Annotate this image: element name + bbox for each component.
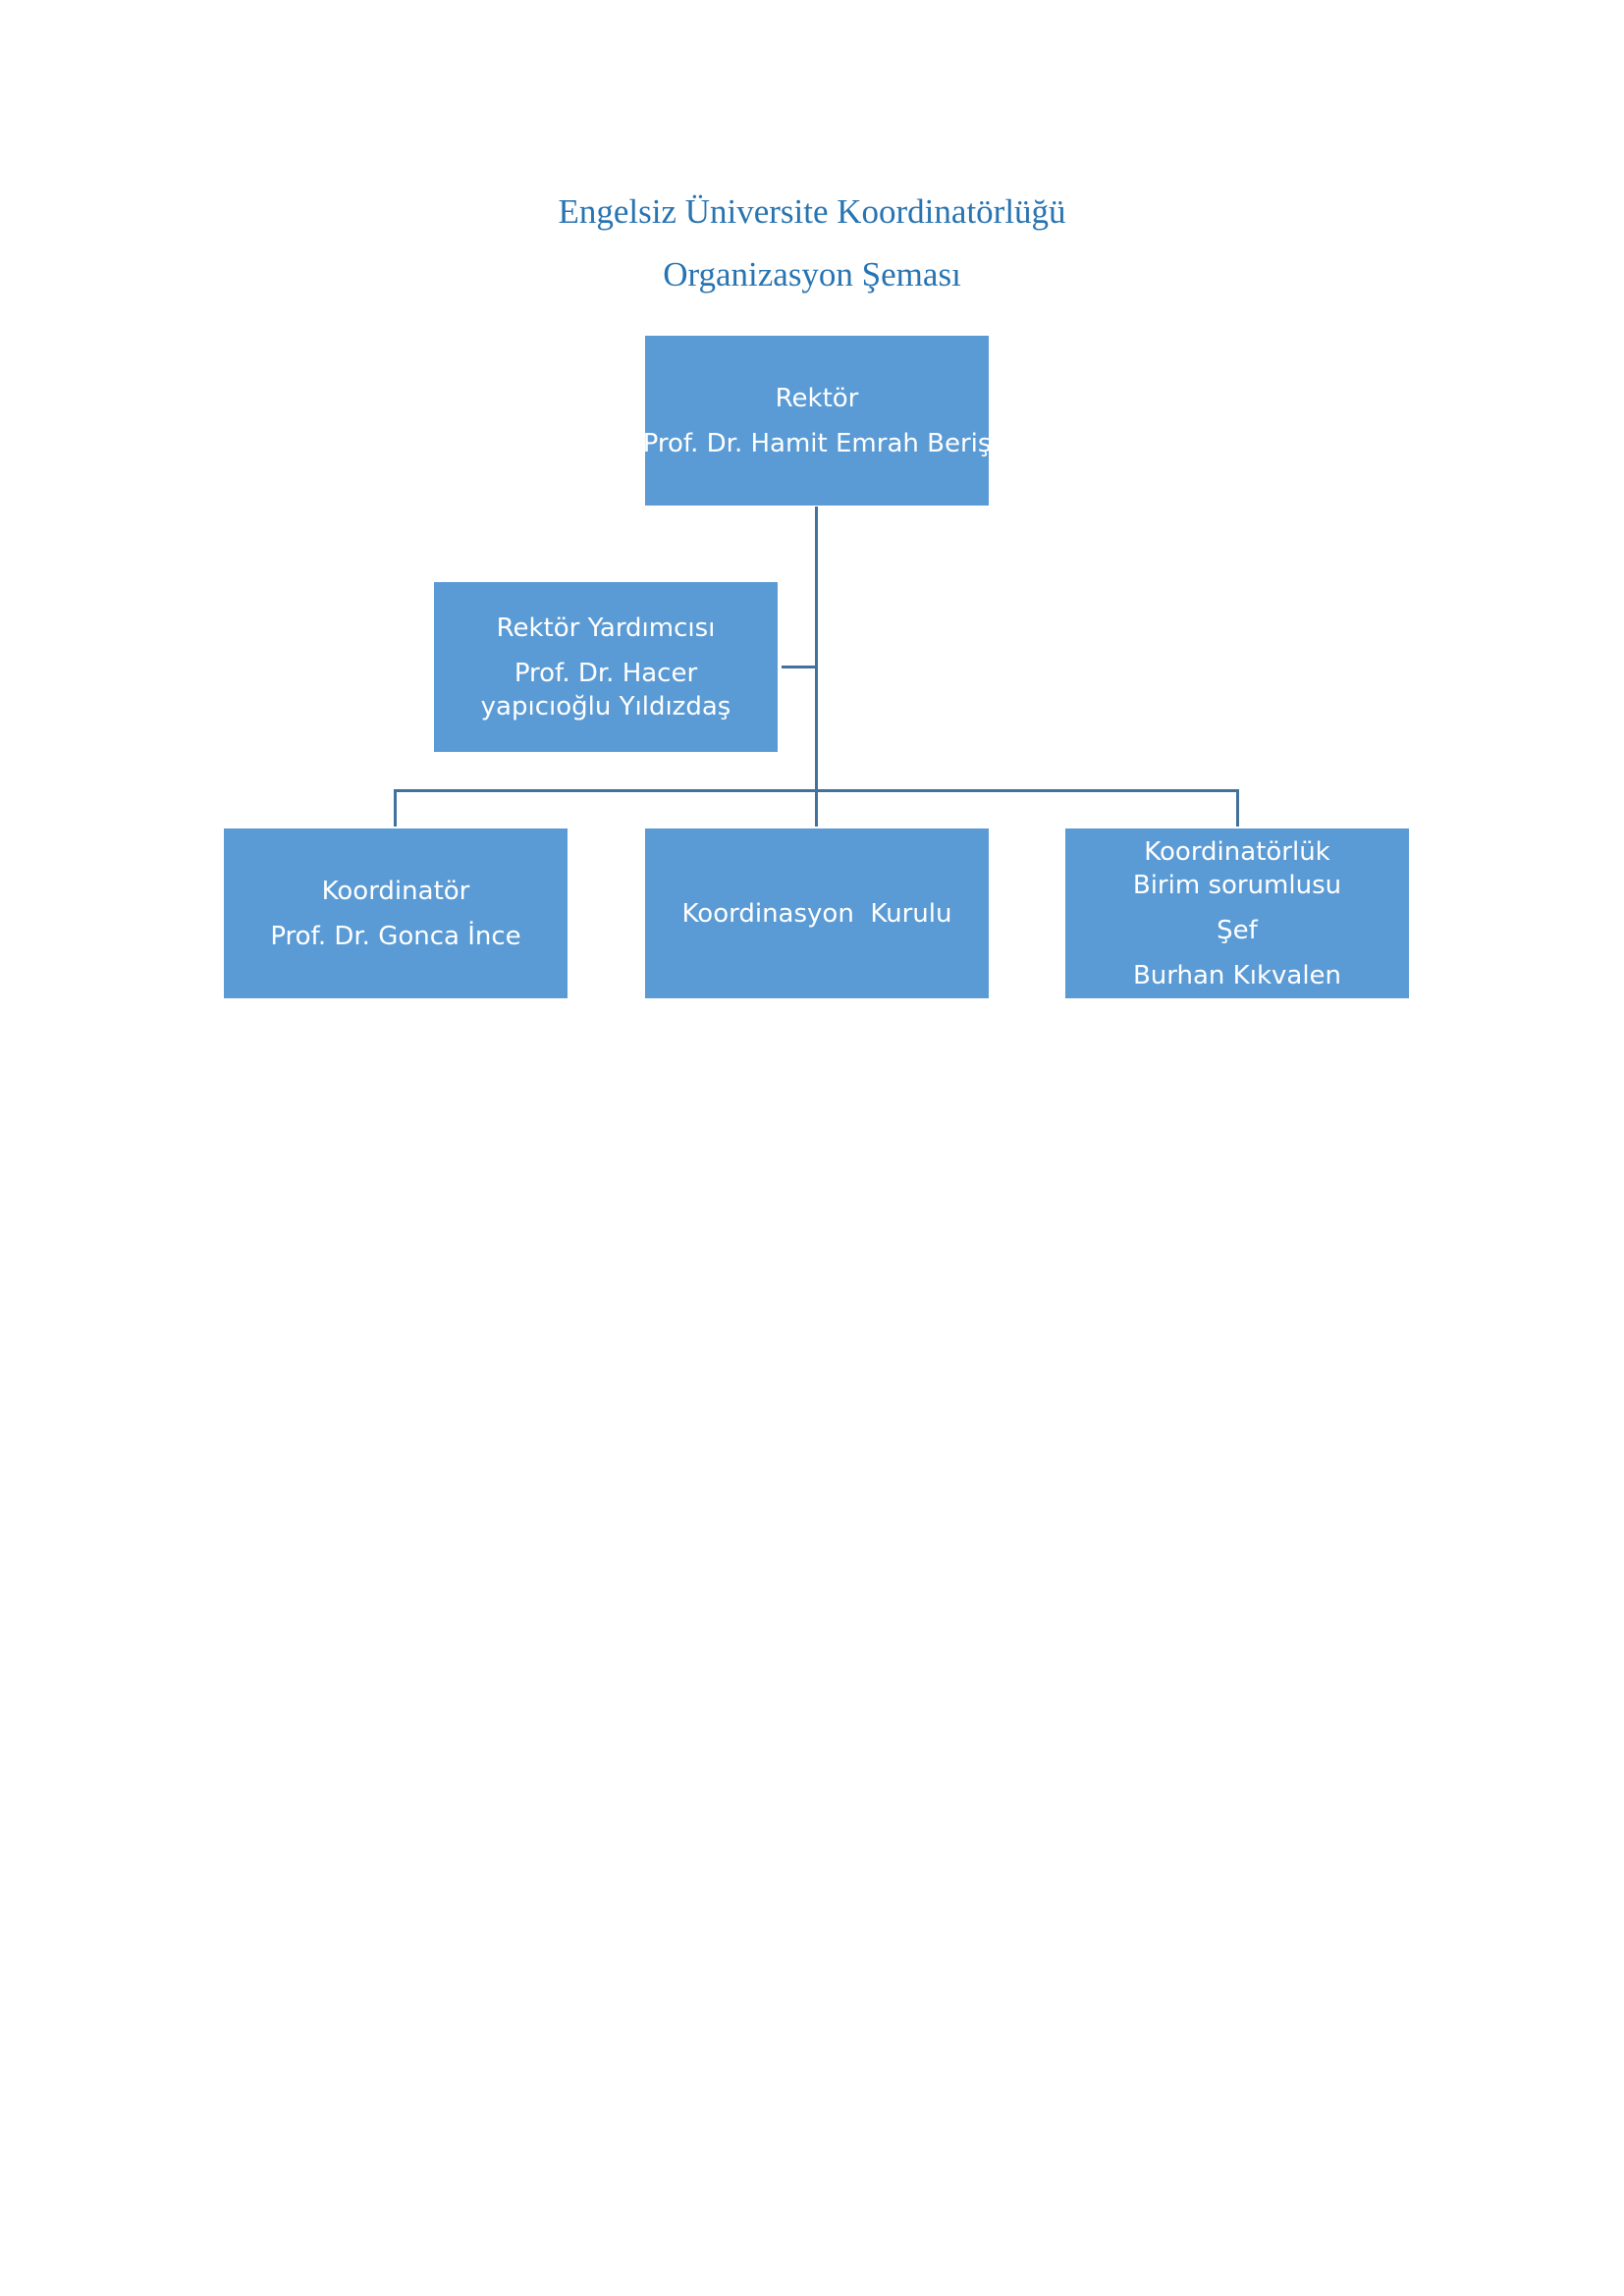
connector-drop-unit-head <box>1236 789 1239 827</box>
node-coordinator-name: Prof. Dr. Gonca İnce <box>270 921 521 951</box>
node-coordinator: Koordinatör Prof. Dr. Gonca İnce <box>224 828 568 998</box>
connector-vice-rector-branch <box>782 666 817 668</box>
node-vice-rector-role: Rektör Yardımcısı <box>496 613 716 643</box>
node-unit-head: Koordinatörlük Birim sorumlusu Şef Burha… <box>1065 828 1409 998</box>
chart-title: Engelsiz Üniversite Koordinatörlüğü <box>558 192 1066 231</box>
node-vice-rector-name: Prof. Dr. Hacer yapıcıoğlu Yıldızdaş <box>480 658 731 721</box>
node-coordination-council: Koordinasyon Kurulu <box>645 828 989 998</box>
node-council-label: Koordinasyon Kurulu <box>681 898 952 929</box>
chart-subtitle: Organizasyon Şeması <box>663 255 961 294</box>
connector-drop-coordinator <box>394 789 397 827</box>
node-unit-head-role: Koordinatörlük Birim sorumlusu <box>1132 836 1342 900</box>
node-rector-role: Rektör <box>775 383 859 413</box>
node-unit-head-title: Şef <box>1217 915 1258 945</box>
node-vice-rector: Rektör Yardımcısı Prof. Dr. Hacer yapıcı… <box>434 582 778 752</box>
connector-horizontal-bus <box>394 789 1239 792</box>
node-unit-head-name: Burhan Kıkvalen <box>1132 960 1342 990</box>
node-rector-name: Prof. Dr. Hamit Emrah Beriş <box>642 428 992 458</box>
node-rector: Rektör Prof. Dr. Hamit Emrah Beriş <box>642 336 992 506</box>
node-coordinator-role: Koordinatör <box>321 876 470 906</box>
